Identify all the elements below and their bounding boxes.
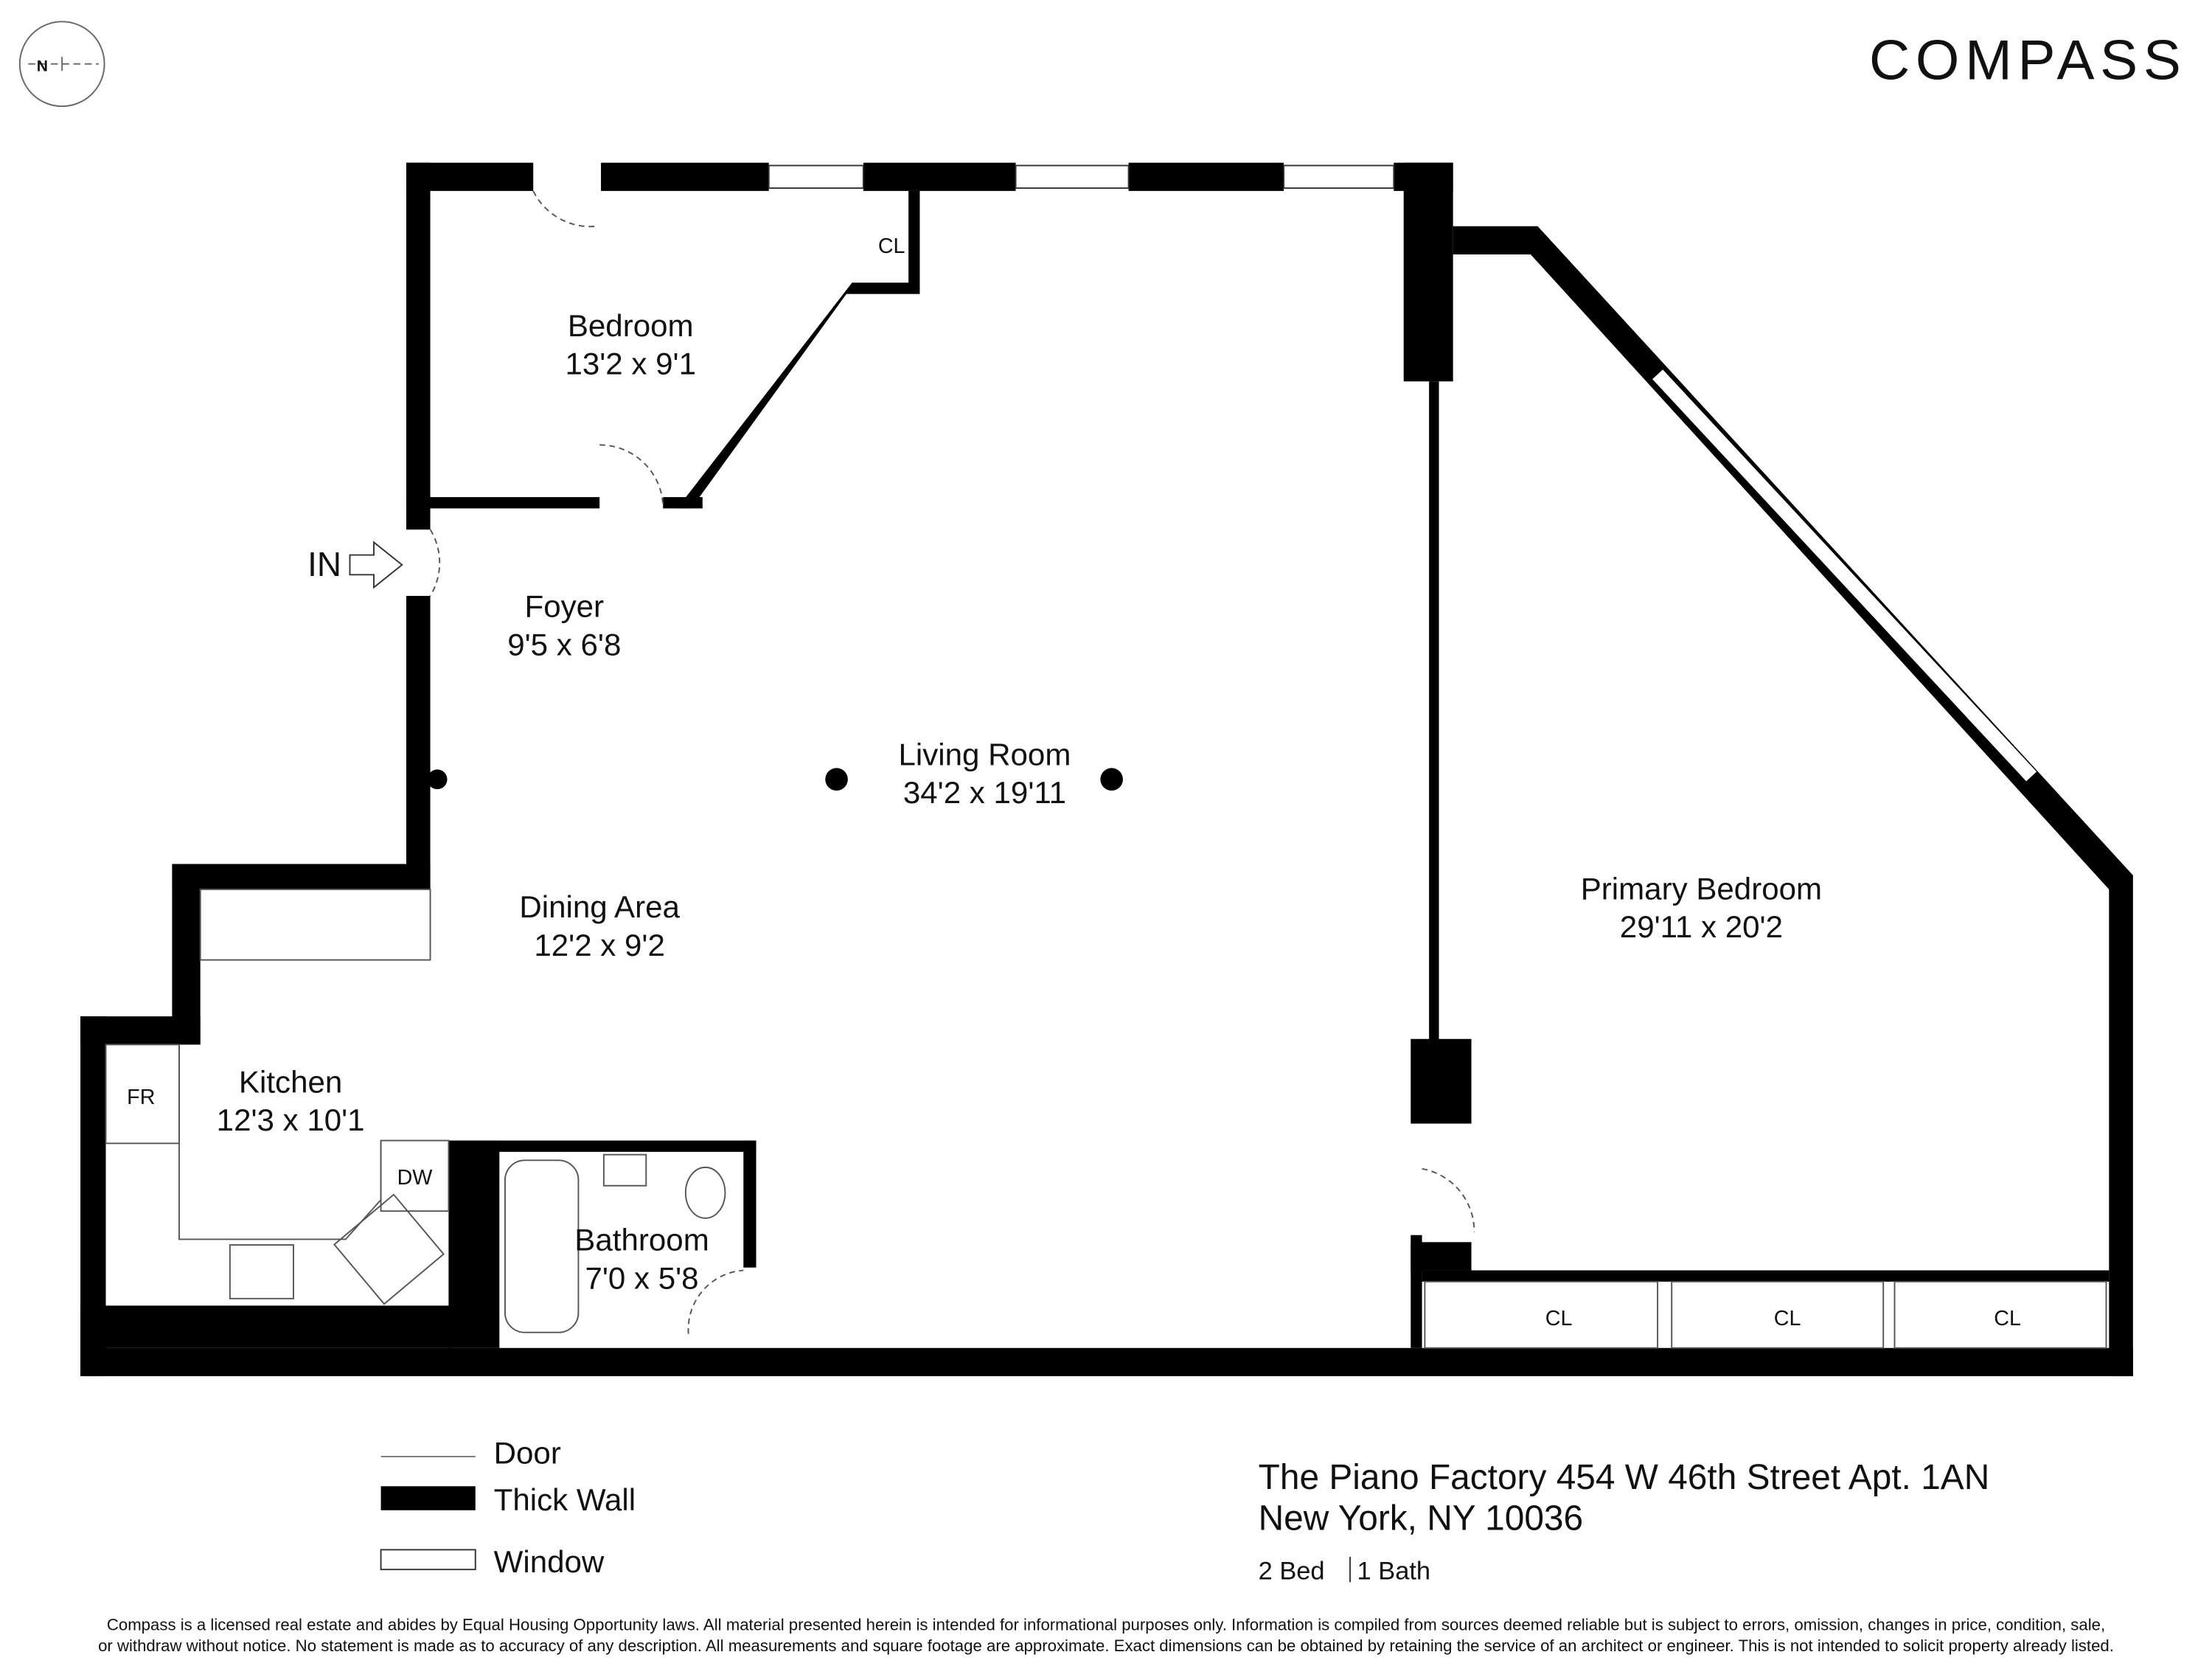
room-name-kitchen: Kitchen [239, 1064, 342, 1099]
compass-rose-icon: N [18, 21, 105, 108]
entry-marker: IN [307, 541, 403, 589]
room-size-dining-area: 12'2 x 9'2 [534, 928, 665, 962]
beds-count: 2 Bed [1259, 1558, 1325, 1586]
room-size-primary-bedroom: 29'11 x 20'2 [1620, 909, 1783, 944]
fridge-label: FR [127, 1086, 155, 1109]
window-legend-icon [380, 1549, 476, 1571]
room-name-bathroom: Bathroom [574, 1223, 709, 1257]
closet-label: CL [1994, 1307, 2021, 1330]
dishwasher-label: DW [397, 1166, 433, 1190]
disclaimer-line1: Compass is a licensed real estate and ab… [107, 1615, 2105, 1634]
legend-window: Window [494, 1544, 605, 1579]
room-size-living-room: 34'2 x 19'11 [903, 775, 1066, 810]
room-size-kitchen: 12'3 x 10'1 [217, 1103, 365, 1137]
closet-label: CL [1774, 1307, 1801, 1330]
room-size-bedroom: 13'2 x 9'1 [565, 347, 696, 381]
room-name-foyer: Foyer [525, 589, 605, 624]
room-name-primary-bedroom: Primary Bedroom [1581, 871, 1822, 906]
room-name-dining-area: Dining Area [519, 889, 680, 924]
disclaimer-line2: or withdraw without notice. No statement… [98, 1636, 2114, 1655]
entry-arrow-icon [349, 541, 403, 589]
compass-logo: COMPASS [1869, 29, 2187, 92]
north-label: N [37, 58, 48, 74]
room-name-living-room: Living Room [899, 737, 1071, 772]
legend-thick-wall: Thick Wall [494, 1482, 636, 1517]
address-line2: New York, NY 10036 [1259, 1499, 1584, 1538]
room-size-foyer: 9'5 x 6'8 [507, 627, 621, 662]
legend: Door Thick Wall Window [380, 1436, 636, 1579]
room-size-bathroom: 7'0 x 5'8 [585, 1260, 698, 1295]
closet-label: CL [1545, 1307, 1573, 1330]
closet-label: CL [878, 235, 905, 258]
thick-wall-legend-icon [380, 1486, 476, 1510]
entry-label: IN [307, 545, 341, 583]
walls [80, 162, 2133, 1377]
address-line1: The Piano Factory 454 W 46th Street Apt.… [1259, 1458, 1990, 1497]
baths-count: 1 Bath [1357, 1558, 1431, 1586]
legend-door: Door [494, 1436, 561, 1471]
room-name-bedroom: Bedroom [568, 308, 694, 343]
